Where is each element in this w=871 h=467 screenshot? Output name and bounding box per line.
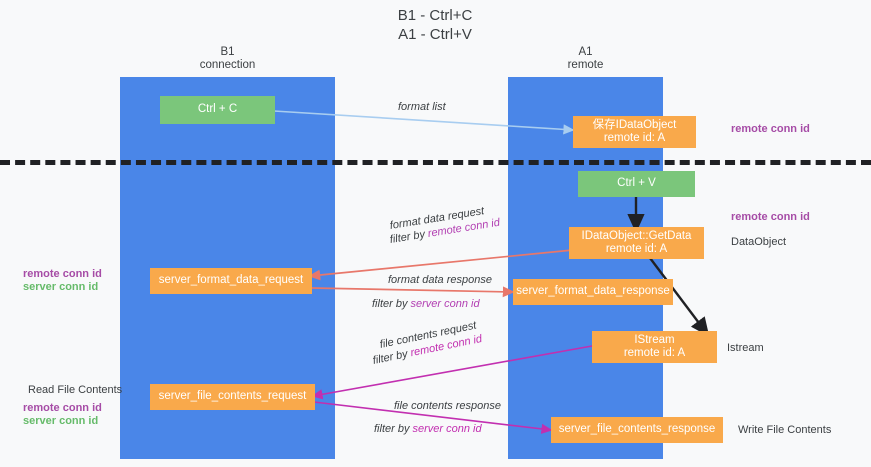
edge-label-format-data-response: format data response — [388, 274, 492, 286]
edge-label-file-contents-response: file contents response — [394, 400, 502, 412]
edge-label-format-data-response-filter: filter by server conn id — [372, 298, 480, 312]
filter-prefix: filter by — [371, 347, 412, 367]
annotation-read-file-contents: Read File Contents — [28, 384, 123, 396]
swimlane-a1-header: A1 remote — [567, 46, 604, 71]
annotation-istream: Istream — [727, 342, 764, 354]
node-server-file-contents-request[interactable]: server_file_contents_request — [150, 384, 315, 410]
node-server-format-data-request-label: server_format_data_request — [158, 274, 304, 287]
annotation-remote-conn-id-top: remote conn id — [731, 123, 810, 135]
node-ctrl-c-line1: Ctrl + C — [197, 103, 238, 116]
edge-label-format-list: format list — [398, 101, 446, 113]
phase-divider — [0, 160, 871, 165]
edge-label-file-contents-response-filter: filter by server conn id — [374, 423, 482, 437]
annotation-left-remote-conn-id-a: remote conn id — [23, 268, 102, 280]
node-istream-line1: IStream — [634, 333, 675, 346]
node-istream-line2: remote id: A — [623, 347, 686, 359]
node-server-file-contents-request-label: server_file_contents_request — [158, 390, 307, 403]
filter-prefix: filter by — [372, 298, 411, 310]
annotation-left-server-conn-id-a: server conn id — [23, 281, 99, 293]
node-save-idataobject[interactable]: 保存IDataObject remote id: A — [573, 116, 696, 148]
swimlane-b1-header: B1 connection — [199, 46, 256, 71]
filter-key-server-conn-id: server conn id — [412, 423, 482, 435]
edge-format-data-response — [311, 286, 515, 298]
node-save-idataobject-line2: remote id: A — [603, 132, 666, 144]
page-title: B1 - Ctrl+C A1 - Ctrl+V — [397, 7, 473, 43]
node-server-file-contents-response-label: server_file_contents_response — [558, 423, 716, 436]
node-ctrl-v[interactable]: Ctrl + V — [578, 171, 695, 197]
annotation-write-file-contents: Write File Contents — [738, 424, 832, 436]
annotation-remote-conn-id-mid: remote conn id — [731, 211, 810, 223]
node-istream[interactable]: IStream remote id: A — [592, 331, 717, 363]
node-idataobject-getdata[interactable]: IDataObject::GetData remote id: A — [569, 227, 704, 259]
node-server-format-data-response[interactable]: server_format_data_response — [513, 279, 673, 305]
annotation-left-server-conn-id-b: server conn id — [23, 415, 99, 427]
node-server-format-data-request[interactable]: server_format_data_request — [150, 268, 312, 294]
node-idataobject-getdata-line2: remote id: A — [605, 243, 668, 255]
annotation-dataobject: DataObject — [731, 236, 787, 248]
node-ctrl-c[interactable]: Ctrl + C — [160, 96, 275, 124]
filter-key-server-conn-id: server conn id — [410, 298, 480, 310]
annotation-left-remote-conn-id-b: remote conn id — [23, 402, 102, 414]
node-idataobject-getdata-line1: IDataObject::GetData — [581, 229, 692, 242]
node-ctrl-v-line1: Ctrl + V — [617, 177, 656, 190]
node-server-format-data-response-label: server_format_data_response — [516, 285, 670, 298]
node-save-idataobject-line1: 保存IDataObject — [592, 118, 677, 131]
node-server-file-contents-response[interactable]: server_file_contents_response — [551, 417, 723, 443]
filter-prefix: filter by — [374, 423, 413, 435]
